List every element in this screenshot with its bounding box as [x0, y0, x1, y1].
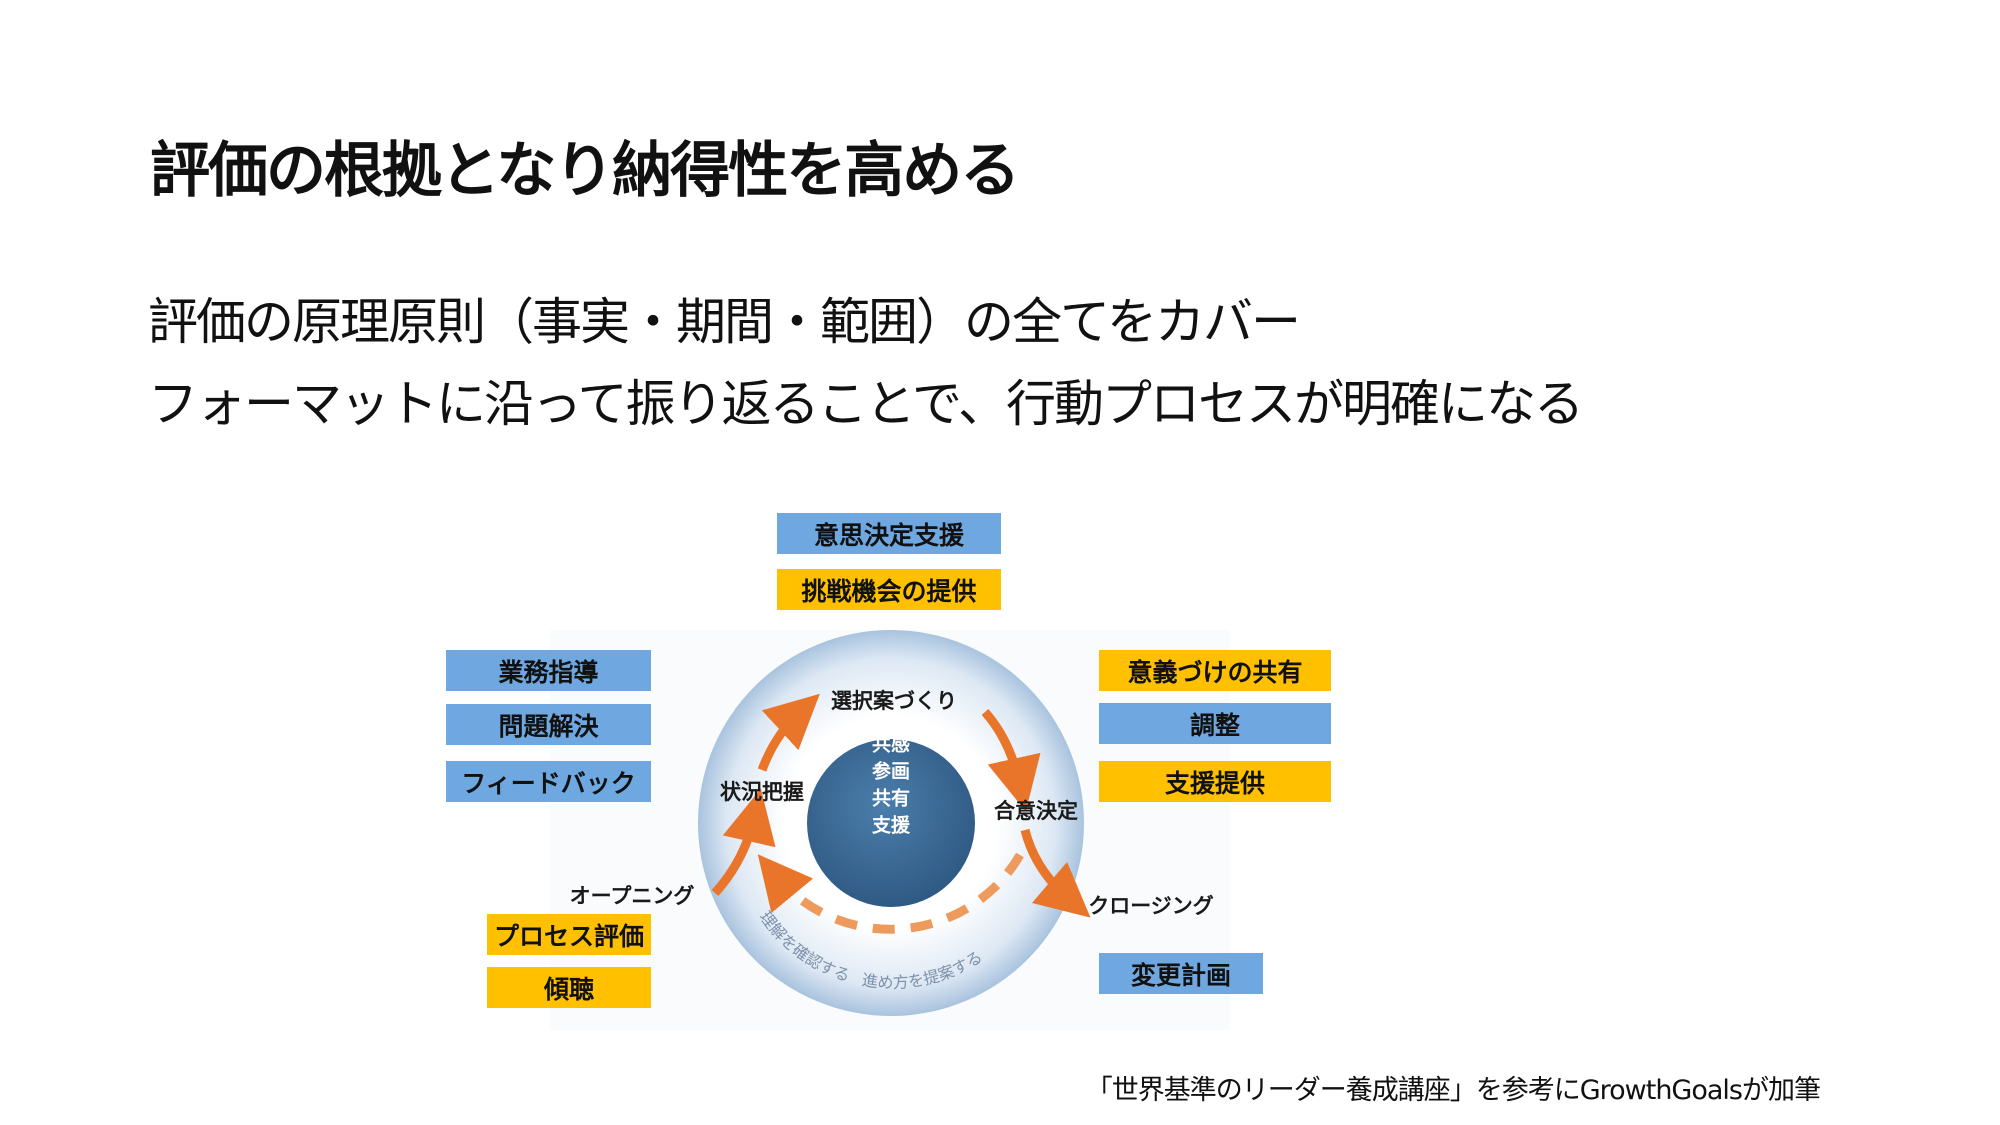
arrow-closing [1020, 828, 1091, 918]
page-title: 評価の根拠となり納得性を高める [150, 136, 1020, 206]
arrow-feedback-dashed [757, 852, 1024, 934]
center-value: 共有 [871, 787, 911, 810]
arrow-to-right [981, 709, 1041, 812]
center-value: 支援 [871, 814, 911, 837]
box-listening: 傾聴 [487, 967, 651, 1008]
stage-left: 状況把握 [720, 780, 804, 804]
box-work-guidance: 業務指導 [446, 650, 651, 691]
box-change-plan: 変更計画 [1099, 953, 1263, 994]
arrow-to-top [757, 693, 820, 772]
source-footnote: 「世界基準のリーダー養成講座」を参考にGrowthGoalsが加筆 [1085, 1075, 1821, 1106]
box-meaning-sharing: 意義づけの共有 [1099, 650, 1331, 691]
box-decision-support: 意思決定支援 [777, 513, 1001, 554]
box-challenge-opportunity: 挑戦機会の提供 [777, 569, 1001, 610]
box-coordination: 調整 [1099, 703, 1331, 744]
box-process-evaluation: プロセス評価 [487, 914, 651, 955]
box-support-provision: 支援提供 [1099, 761, 1331, 802]
subtitle-line-2: フォーマットに沿って振り返ることで、行動プロセスが明確になる [148, 375, 1584, 433]
stage-top: 選択案づくり [831, 689, 957, 713]
stage-closing: クロージング [1088, 894, 1214, 918]
box-problem-solving: 問題解決 [446, 704, 651, 745]
center-value: 自尊心 [862, 706, 920, 729]
stage-right: 合意決定 [994, 799, 1078, 823]
center-value: 参画 [871, 760, 911, 783]
arrow-opening [711, 788, 776, 897]
box-feedback: フィードバック [446, 761, 651, 802]
subtitle-line-1: 評価の原理原則（事実・期間・範囲）の全てをカバー [148, 293, 1301, 351]
center-values: 自尊心 共感 参画 共有 支援 [862, 705, 919, 840]
stage-opening: オープニング [569, 884, 695, 908]
center-circle [807, 739, 975, 907]
center-value: 共感 [871, 733, 911, 756]
